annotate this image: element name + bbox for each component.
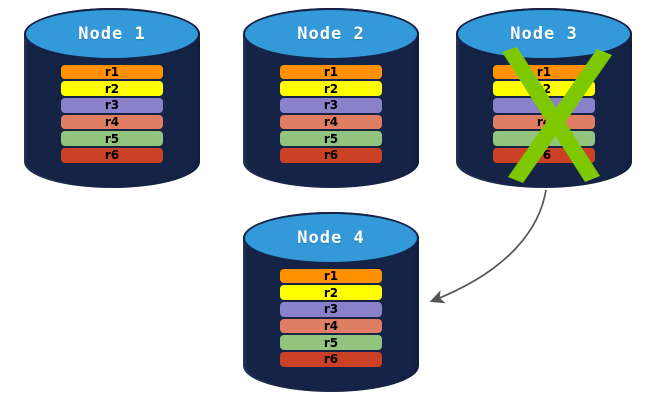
node-4-row-r2: r2 <box>279 285 383 301</box>
node-4-row-r4: r4 <box>279 318 383 334</box>
node-1[interactable]: Node 1 r1 r2 r3 r4 r5 r6 <box>24 8 200 188</box>
node-1-row-r1: r1 <box>60 64 164 80</box>
node-3-row-list: r1 r2 r3 r4 r5 r6 <box>492 64 596 163</box>
node-2-row-r6: r6 <box>279 148 383 163</box>
node-1-row-r3: r3 <box>60 98 164 113</box>
node-4-cylinder-top: Node 4 <box>243 212 419 265</box>
node-2-row-r5: r5 <box>279 131 383 147</box>
node-4-title: Node 4 <box>297 228 365 249</box>
node-4-row-r3: r3 <box>279 302 383 317</box>
node-1-row-r5: r5 <box>60 131 164 147</box>
node-3-row-r4: r4 <box>492 114 596 130</box>
replication-arrow <box>429 189 547 304</box>
node-1-row-r2: r2 <box>60 81 164 97</box>
node-4-row-r1: r1 <box>279 268 383 284</box>
node-3-row-r6: r6 <box>492 148 596 163</box>
node-2-row-list: r1 r2 r3 r4 r5 r6 <box>279 64 383 163</box>
node-4[interactable]: Node 4 r1 r2 r3 r4 r5 r6 <box>243 212 419 392</box>
node-3[interactable]: Node 3 r1 r2 r3 r4 r5 r6 <box>456 8 632 188</box>
node-2-row-r1: r1 <box>279 64 383 80</box>
node-1-row-r4: r4 <box>60 114 164 130</box>
node-2-row-r3: r3 <box>279 98 383 113</box>
node-3-row-r2: r2 <box>492 81 596 97</box>
node-1-cylinder-top: Node 1 <box>24 8 200 61</box>
node-4-row-list: r1 r2 r3 r4 r5 r6 <box>279 268 383 367</box>
node-2-row-r4: r4 <box>279 114 383 130</box>
node-2-row-r2: r2 <box>279 81 383 97</box>
node-3-cylinder-top: Node 3 <box>456 8 632 61</box>
node-2[interactable]: Node 2 r1 r2 r3 r4 r5 r6 <box>243 8 419 188</box>
node-3-row-r3: r3 <box>492 98 596 113</box>
node-1-row-list: r1 r2 r3 r4 r5 r6 <box>60 64 164 163</box>
node-2-cylinder-top: Node 2 <box>243 8 419 61</box>
node-3-row-r1: r1 <box>492 64 596 80</box>
node-3-title: Node 3 <box>510 24 578 45</box>
node-3-row-r5: r5 <box>492 131 596 147</box>
node-1-row-r6: r6 <box>60 148 164 163</box>
node-4-row-r6: r6 <box>279 352 383 367</box>
node-2-title: Node 2 <box>297 24 365 45</box>
node-4-row-r5: r5 <box>279 335 383 351</box>
node-1-title: Node 1 <box>78 24 146 45</box>
